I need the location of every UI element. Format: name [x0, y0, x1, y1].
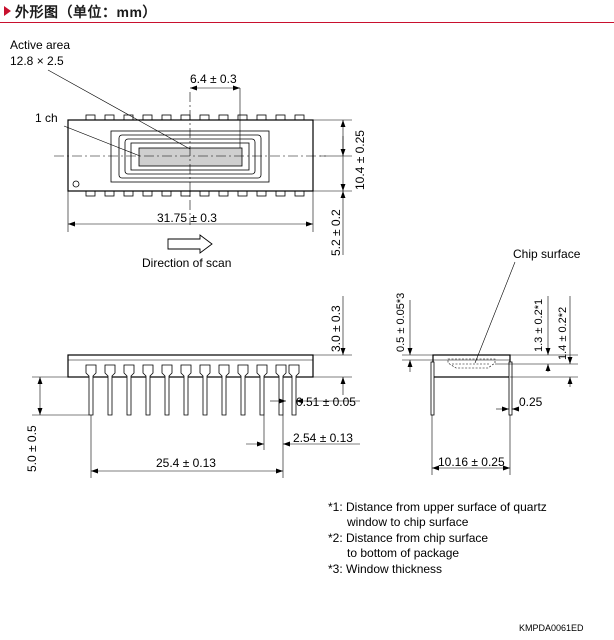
dim-lead-width-label: 0.51 ± 0.05: [296, 395, 356, 409]
dim-offset-label: 5.2 ± 0.2: [329, 209, 343, 256]
scan-direction-label: Direction of scan: [142, 256, 231, 270]
active-area: [138, 147, 243, 167]
header-divider: [0, 22, 614, 23]
dim-row-spacing-label: 10.16 ± 0.25: [438, 455, 505, 469]
scan-direction-icon: [167, 234, 213, 254]
note-line-1: *1: Distance from upper surface of quart…: [328, 500, 547, 514]
dim-chip-to-bottom-label: 1.4 ± 0.2*2: [557, 307, 569, 360]
side-view: [402, 261, 578, 475]
side-lead-left: [430, 361, 435, 416]
front-leads: [85, 364, 300, 416]
front-view: [32, 296, 360, 478]
dim-window-label: 3.0 ± 0.3: [329, 305, 343, 352]
ch-label: 1 ch: [35, 111, 58, 125]
header-arrow-icon: [4, 6, 11, 16]
pin1-marker: [72, 180, 80, 188]
drawing-code: KMPDA0061ED: [519, 623, 584, 633]
header-title: 外形图（单位：mm）: [15, 4, 157, 20]
package-body-top: [67, 119, 314, 192]
dim-height-label: 10.4 ± 0.25: [353, 130, 367, 190]
active-area-value: 12.8 × 2.5: [10, 54, 64, 68]
note-line-2: window to chip surface: [346, 515, 469, 529]
dim-length-label: 31.75 ± 0.3: [157, 211, 217, 225]
active-area-label: Active area: [10, 38, 70, 52]
dim-lead-length-label: 5.0 ± 0.5: [25, 425, 39, 472]
top-view: [47, 69, 352, 255]
top-pins-lower: [85, 190, 305, 197]
side-lead-right: [508, 361, 513, 416]
note-line-5: *3: Window thickness: [328, 562, 442, 576]
chip-outline: [447, 358, 496, 369]
chip-surface-label: Chip surface: [513, 247, 581, 261]
package-body-side: [432, 354, 511, 378]
dim-center-label: 6.4 ± 0.3: [190, 72, 237, 86]
section-header: 外形图（单位：mm）: [0, 0, 614, 22]
top-pins-upper: [85, 114, 305, 121]
dim-span-label: 25.4 ± 0.13: [156, 456, 216, 470]
dim-quartz-to-chip-label: 1.3 ± 0.2*1: [533, 299, 545, 352]
dim-lead-label: 0.25: [519, 395, 543, 409]
dim-pitch-label: 2.54 ± 0.13: [293, 431, 353, 445]
notes: *1: Distance from upper surface of quart…: [328, 500, 547, 576]
package-body-front: [67, 354, 314, 378]
dim-window-thickness-label: 0.5 ± 0.05*3: [395, 293, 407, 352]
note-line-3: *2: Distance from chip surface: [328, 531, 488, 545]
note-line-4: to bottom of package: [347, 546, 459, 560]
